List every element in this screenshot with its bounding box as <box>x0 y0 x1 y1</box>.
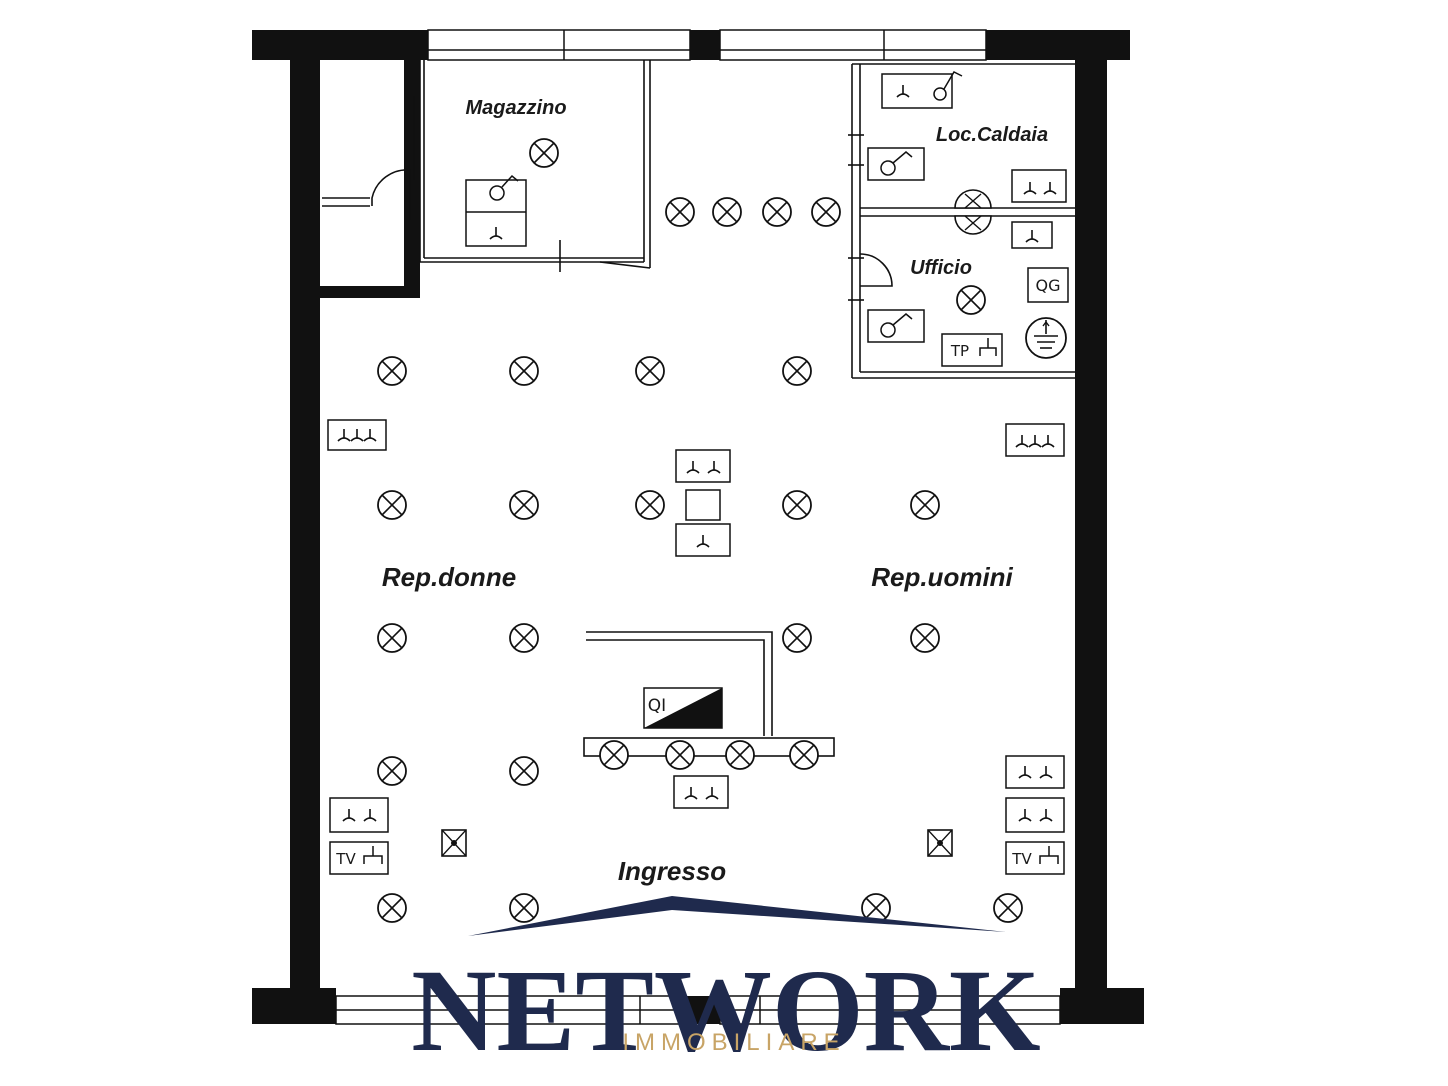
light-icon <box>509 490 539 520</box>
socket-groups <box>327 169 1067 833</box>
tp-label: TP <box>950 342 969 360</box>
light-icon <box>712 197 742 227</box>
switch-icon <box>867 309 925 343</box>
light-icon <box>665 740 695 770</box>
light-icon <box>599 740 629 770</box>
light-icon <box>762 197 792 227</box>
room-label-rep-uomini: Rep.uomini <box>871 562 1013 592</box>
switch-icon <box>489 185 505 201</box>
tv-label: TV <box>1011 850 1032 868</box>
light-icon <box>377 756 407 786</box>
qg-label: QG <box>1036 276 1061 295</box>
counter <box>583 631 835 757</box>
light-icon <box>993 893 1023 923</box>
light-icon <box>956 285 986 315</box>
room-label-magazzino: Magazzino <box>465 97 566 119</box>
light-icon <box>635 490 665 520</box>
light-icon <box>954 215 992 235</box>
light-icon <box>782 490 812 520</box>
light-icon <box>665 197 695 227</box>
tp-socket: TP <box>941 333 1003 367</box>
brand-name: NETWORK <box>411 945 1040 1076</box>
light-icon <box>509 356 539 386</box>
light-icon <box>377 356 407 386</box>
ground-icon <box>1025 317 1067 359</box>
light-icon <box>789 740 819 770</box>
room-label-rep-donne: Rep.donne <box>382 562 516 592</box>
light-icon <box>954 189 992 209</box>
light-icon <box>509 756 539 786</box>
light-icon <box>782 623 812 653</box>
switch-icon <box>867 147 925 181</box>
windows <box>335 29 1061 1025</box>
light-icon <box>529 138 559 168</box>
qg-panel: QG <box>1027 267 1069 303</box>
brand-logo: NETWORK IMMOBILIARE <box>411 896 1041 1076</box>
emergency-light-icon <box>927 829 953 857</box>
switch-boxes <box>465 71 963 343</box>
light-icon <box>509 893 539 923</box>
light-icon <box>725 740 755 770</box>
qi-label: QI <box>648 696 666 716</box>
light-icon <box>910 623 940 653</box>
brand-tagline: IMMOBILIARE <box>622 1029 845 1056</box>
tv-socket-right: TV <box>1005 841 1065 875</box>
light-icon <box>910 490 940 520</box>
light-icon <box>635 356 665 386</box>
room-label-loc-caldaia: Loc.Caldaia <box>936 124 1048 146</box>
tv-socket-left: TV <box>329 841 389 875</box>
column-icon <box>685 489 721 521</box>
light-icon <box>782 356 812 386</box>
light-icon <box>509 623 539 653</box>
switch-icon <box>933 87 947 101</box>
qi-panel: QI <box>643 687 723 729</box>
emergency-light-icon <box>441 829 467 857</box>
room-labels: Magazzino Loc.Caldaia Ufficio Rep.donne … <box>382 97 1048 886</box>
light-icon <box>377 490 407 520</box>
tv-label: TV <box>335 850 356 868</box>
exterior-walls <box>252 30 1144 1024</box>
light-icon <box>811 197 841 227</box>
room-label-ingresso: Ingresso <box>618 856 726 886</box>
light-icon <box>377 893 407 923</box>
light-icon <box>377 623 407 653</box>
roof-icon <box>468 896 1006 936</box>
room-label-ufficio: Ufficio <box>910 257 972 279</box>
